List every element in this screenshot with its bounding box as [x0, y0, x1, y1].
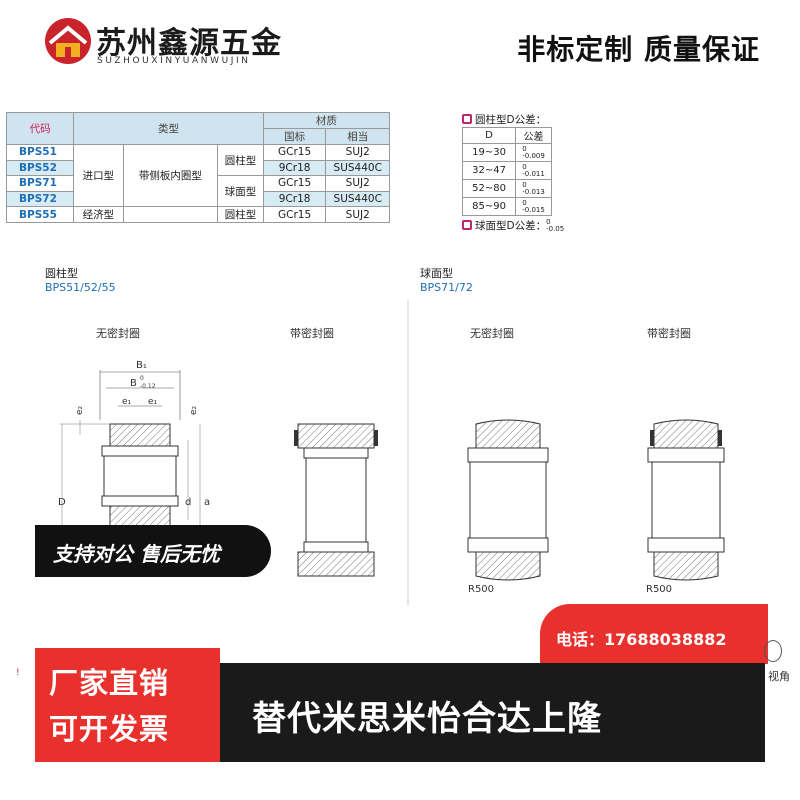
- caption-no-seal: 无密封圈: [96, 327, 140, 340]
- dim-b-tol: -0.12: [140, 383, 156, 390]
- factory-line1: 厂家直销: [49, 666, 170, 700]
- row-national: 9Cr18: [262, 159, 327, 176]
- tol-value: 0-0.009: [515, 143, 552, 162]
- brand-pinyin: SUZHOUXINYUANWUJIN: [97, 56, 251, 66]
- dim-e2: e₂: [189, 405, 199, 415]
- factory-line2: 可开发票: [49, 712, 170, 746]
- dim-b: B: [130, 378, 137, 389]
- dim-radius: R500: [646, 584, 672, 595]
- tol-header-tol: 公差: [515, 127, 552, 144]
- tol-value: 0-0.015: [515, 197, 552, 216]
- row-national: GCr15: [262, 175, 327, 192]
- drawing-cyl-no-seal: [60, 370, 201, 570]
- brand-logo: [40, 16, 100, 66]
- tol-header-d: D: [461, 127, 517, 144]
- shape-sph: 球面型: [217, 175, 264, 207]
- dim-e1: e₁: [148, 397, 158, 407]
- drawing-sph-no-seal: [467, 419, 549, 581]
- header-national: 国标: [262, 128, 327, 145]
- dim-b-tol-up: 0: [140, 375, 144, 382]
- side-label-right: 视角: [768, 670, 790, 683]
- dim-e1: e₁: [122, 397, 132, 407]
- square-icon: [462, 114, 472, 124]
- bearing-drawings: B₁ B 0 -0.12 e₁ e₁ e₂ e₂ D d a R500 R500: [58, 300, 725, 605]
- tol-d: 32~47: [461, 161, 517, 180]
- row-national: GCr15: [262, 206, 327, 223]
- row-national: GCr15: [262, 144, 327, 161]
- header-type: 类型: [73, 112, 264, 145]
- tol-d: 52~80: [461, 179, 517, 198]
- drawing-sph-with-seal: [647, 419, 725, 581]
- shape-cyl: 圆柱型: [217, 144, 264, 176]
- row-equivalent: SUJ2: [325, 175, 390, 192]
- tol-value: 0-0.013: [515, 179, 552, 198]
- factory-box: 厂家直销 可开发票: [35, 648, 220, 762]
- dim-radius: R500: [468, 584, 494, 595]
- dim-d-big: D: [58, 497, 66, 508]
- row-equivalent: SUS440C: [325, 159, 390, 176]
- tol-d: 19~30: [461, 143, 517, 162]
- replace-banner: 替代米思米怡合达上隆: [220, 663, 765, 762]
- dim-b1: B₁: [136, 360, 147, 371]
- material-table: 代码 类型 材质 国标 相当 BPS51 进口型 带侧板内圈型 圆柱型 GCr1…: [5, 112, 391, 223]
- caption-no-seal: 无密封圈: [470, 327, 514, 340]
- row-code: BPS72: [5, 190, 75, 207]
- type-side-plate: 带侧板内圈型: [122, 144, 219, 207]
- row-national: 9Cr18: [262, 190, 327, 207]
- caption-with-seal: 带密封圈: [647, 327, 691, 340]
- header-material: 材质: [262, 112, 391, 129]
- spherical-tolerance: 球面型D公差：0-0.05: [462, 218, 564, 233]
- header-code: 代码: [5, 112, 75, 145]
- row-equivalent: SUS440C: [325, 190, 390, 207]
- cyl-codes: BPS51/52/55: [45, 281, 116, 294]
- dim-d-small: d: [185, 497, 191, 508]
- sph-title: 球面型: [420, 267, 453, 280]
- tol-value: 0-0.011: [515, 161, 552, 180]
- row-equivalent: SUJ2: [325, 206, 390, 223]
- tol-d: 85~90: [461, 197, 517, 216]
- side-circle: [764, 640, 782, 662]
- dim-a: a: [204, 497, 210, 508]
- type-empty: [122, 206, 219, 223]
- brand-name: 苏州鑫源五金: [96, 26, 282, 61]
- drawing-cyl-with-seal: [294, 423, 378, 577]
- header-equivalent: 相当: [325, 128, 390, 145]
- row-code: BPS71: [5, 175, 75, 192]
- row-code: BPS51: [5, 144, 75, 161]
- shape-cyl: 圆柱型: [217, 206, 264, 223]
- caption-with-seal: 带密封圈: [290, 327, 334, 340]
- type-economy: 经济型: [73, 206, 124, 223]
- cyl-title: 圆柱型: [45, 267, 78, 280]
- slogan: 非标定制 质量保证: [517, 33, 760, 66]
- square-icon: [462, 220, 472, 230]
- row-code: BPS52: [5, 159, 75, 176]
- row-code: BPS55: [5, 206, 75, 223]
- row-equivalent: SUJ2: [325, 144, 390, 161]
- side-mark-left: !: [16, 668, 20, 678]
- dim-e2: e₂: [75, 405, 85, 415]
- sph-codes: BPS71/72: [420, 281, 473, 294]
- type-import: 进口型: [73, 144, 124, 207]
- support-banner: 支持对公 售后无忧: [35, 525, 271, 577]
- tolerance-title: 圆柱型D公差：: [462, 112, 546, 127]
- phone-banner: 电话：17688038882: [540, 604, 768, 664]
